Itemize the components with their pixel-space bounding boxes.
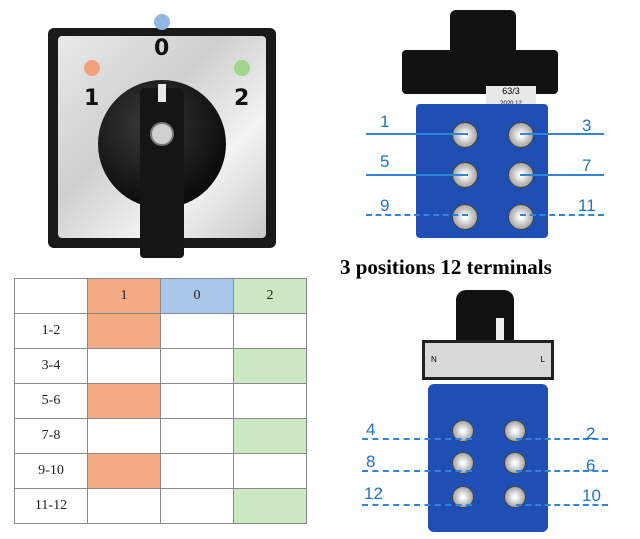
table-row: 11-12 <box>14 488 307 524</box>
row-label: 5-6 <box>14 383 88 419</box>
position-table: 1 0 2 1-2 3-4 5-6 7-8 9-10 11-12 <box>14 278 307 524</box>
leader-line-8 <box>362 470 472 472</box>
table-cell <box>233 488 307 524</box>
terminal-6-icon <box>504 452 526 474</box>
terminal-label-5: 5 <box>380 152 390 171</box>
terminal-11-icon <box>508 204 534 230</box>
table-cell <box>233 418 307 454</box>
terminal-10-icon <box>504 486 526 508</box>
position-2-dot <box>234 60 250 76</box>
terminal-9-icon <box>452 204 478 230</box>
leader-line-11 <box>520 214 604 216</box>
table-cell <box>87 313 161 349</box>
table-cell <box>160 313 234 349</box>
table-cell <box>87 348 161 384</box>
leader-line-3 <box>520 133 604 135</box>
table-row: 7-8 <box>14 418 307 454</box>
table-row: 3-4 <box>14 348 307 384</box>
leader-line-4 <box>362 438 472 440</box>
terminal-12-icon <box>452 486 474 508</box>
table-row: 1-2 <box>14 313 307 349</box>
table-header-row: 1 0 2 <box>14 278 307 314</box>
table-cell <box>233 313 307 349</box>
knob-indicator-mark <box>158 84 166 102</box>
knob-handle[interactable] <box>140 88 184 258</box>
table-row: 9-10 <box>14 453 307 489</box>
table-cell <box>87 453 161 489</box>
table-cell <box>233 348 307 384</box>
row-label: 3-4 <box>14 348 88 384</box>
terminal-label-11: 11 <box>578 196 596 215</box>
table-header-1: 1 <box>87 278 161 314</box>
terminal-3-icon <box>508 122 534 148</box>
bottom-switch: N L <box>418 288 558 538</box>
position-1-dot <box>84 60 100 76</box>
caption: 3 positions 12 terminals <box>340 255 552 279</box>
leader-line-7 <box>520 174 604 176</box>
leader-line-10 <box>516 504 608 506</box>
table-cell <box>160 453 234 489</box>
face-label-n: N <box>431 355 437 364</box>
terminal-label-6: 6 <box>586 456 596 475</box>
table-cell <box>160 348 234 384</box>
terminal-label-4: 4 <box>366 420 376 439</box>
terminal-label-12: 12 <box>364 484 383 503</box>
terminal-8-icon <box>452 452 474 474</box>
leader-line-1 <box>366 133 468 135</box>
table-cell <box>87 383 161 419</box>
table-header-0: 0 <box>160 278 234 314</box>
plate-model-text: 63/3 <box>502 86 520 96</box>
table-cell <box>233 453 307 489</box>
terminal-1-icon <box>452 122 478 148</box>
row-label: 1-2 <box>14 313 88 349</box>
bottom-switch-knob-mark <box>496 318 504 344</box>
leader-line-6 <box>516 470 608 472</box>
table-cell <box>160 488 234 524</box>
bottom-switch-face: N L <box>422 340 554 380</box>
table-cell <box>87 488 161 524</box>
table-cell <box>87 418 161 454</box>
table-header-2: 2 <box>233 278 307 314</box>
leader-line-5 <box>366 174 468 176</box>
position-0-dot <box>154 14 170 30</box>
terminal-label-9: 9 <box>380 196 390 215</box>
row-label: 11-12 <box>14 488 88 524</box>
screw-icon <box>150 122 174 146</box>
terminal-label-3: 3 <box>582 116 592 135</box>
table-header-corner <box>14 278 88 314</box>
face-label-l: L <box>540 355 545 364</box>
terminal-label-2: 2 <box>586 424 596 443</box>
table-row: 5-6 <box>14 383 307 419</box>
row-label: 7-8 <box>14 418 88 454</box>
terminal-2-icon <box>504 420 526 442</box>
row-label: 9-10 <box>14 453 88 489</box>
terminal-label-7: 7 <box>582 156 592 175</box>
bottom-contact-block <box>428 384 548 532</box>
terminal-label-10: 10 <box>582 486 601 505</box>
position-2-label: 2 <box>234 86 250 111</box>
position-0-label: 0 <box>154 36 170 61</box>
table-cell <box>160 383 234 419</box>
leader-line-9 <box>366 214 468 216</box>
leader-line-12 <box>362 504 472 506</box>
terminal-label-1: 1 <box>380 112 390 131</box>
leader-line-2 <box>516 438 608 440</box>
top-switch: 63/3 2020.12 <box>400 10 560 240</box>
position-1-label: 1 <box>84 86 100 111</box>
terminal-4-icon <box>452 420 474 442</box>
terminal-label-8: 8 <box>366 452 376 471</box>
table-cell <box>160 418 234 454</box>
table-cell <box>233 383 307 419</box>
